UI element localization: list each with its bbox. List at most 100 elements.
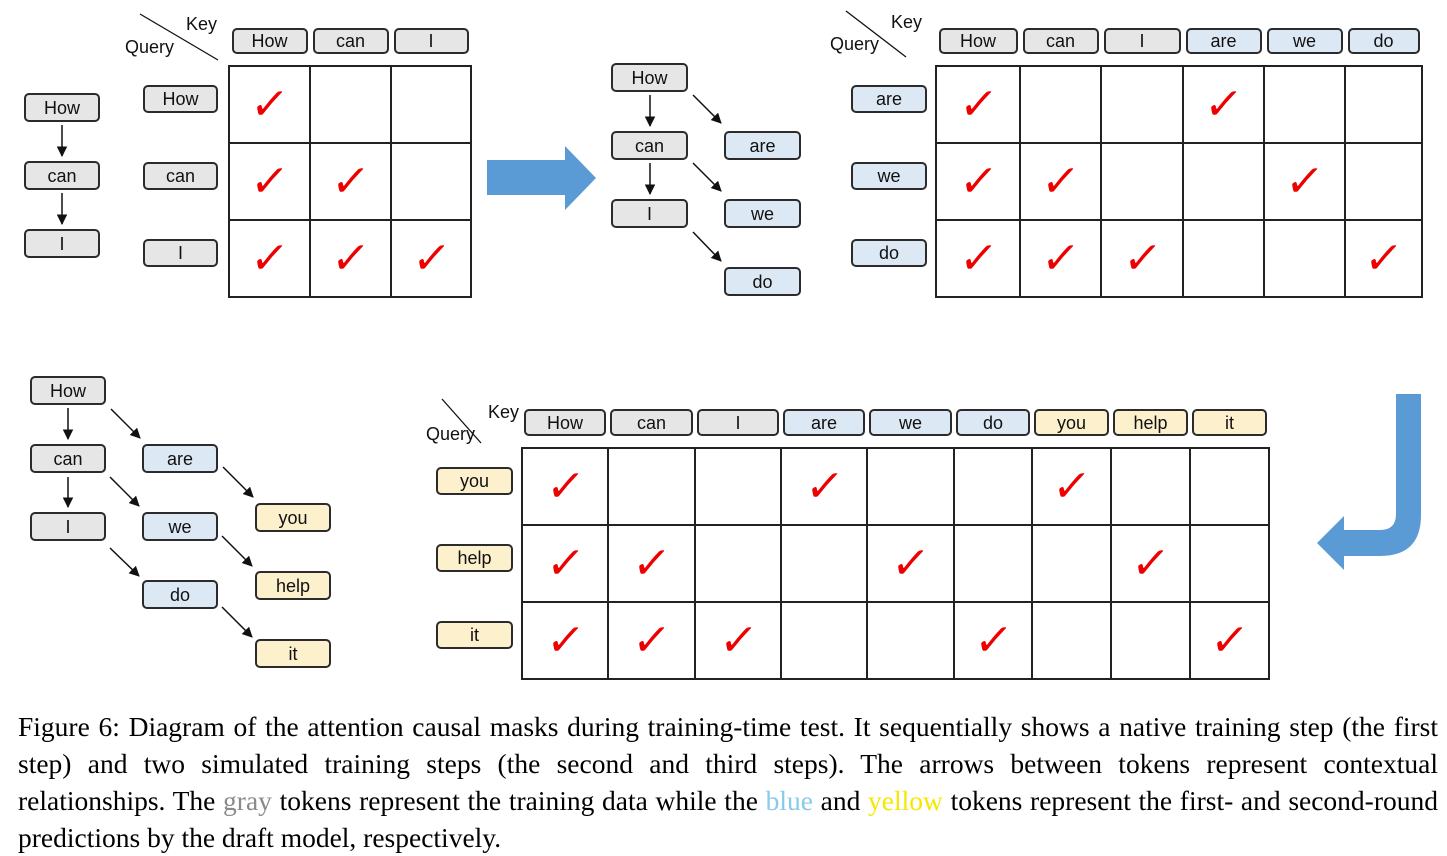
step3-mask-cell xyxy=(694,447,782,526)
step3-key-token: you xyxy=(1034,409,1109,436)
tree-arrow xyxy=(222,466,254,498)
check-icon: ✓ xyxy=(1049,460,1094,512)
check-icon: ✓ xyxy=(1120,232,1165,284)
tree-arrow xyxy=(109,547,140,577)
step3-mask-cell xyxy=(866,601,955,680)
tree-arrow xyxy=(692,231,722,262)
step3-mask-cell xyxy=(953,524,1033,603)
check-icon: ✓ xyxy=(1361,232,1406,284)
check-icon: ✓ xyxy=(247,155,292,207)
step1-mask-cell xyxy=(309,65,392,144)
step3-query-label: Query xyxy=(426,424,476,444)
step2-tree-token: we xyxy=(724,199,801,228)
step3-key-token: can xyxy=(610,409,693,436)
check-icon: ✓ xyxy=(971,614,1016,666)
step3-tree-token: it xyxy=(255,639,331,668)
step2-mask-cell: ✓ xyxy=(1100,219,1184,298)
step3-tree-token: you xyxy=(255,503,331,532)
check-icon: ✓ xyxy=(1207,614,1252,666)
check-icon: ✓ xyxy=(956,232,1001,284)
check-icon: ✓ xyxy=(956,78,1001,130)
check-icon: ✓ xyxy=(543,614,588,666)
step3-mask-cell: ✓ xyxy=(607,601,696,680)
step1-key-token: I xyxy=(393,28,469,54)
step2-mask-cell: ✓ xyxy=(1182,65,1265,144)
figure-caption: Figure 6: Diagram of the attention causa… xyxy=(18,708,1438,856)
step2-mask-cell xyxy=(1263,65,1346,144)
step2-mask-cell: ✓ xyxy=(1019,142,1102,221)
step1-tree-token: How xyxy=(24,93,100,122)
step1-query-label: Query xyxy=(125,37,175,57)
step1-mask-cell: ✓ xyxy=(309,142,392,221)
step2-key-token: we xyxy=(1266,28,1343,54)
step2-key-token: do xyxy=(1347,28,1420,54)
step2-mask-cell xyxy=(1100,142,1184,221)
check-icon: ✓ xyxy=(409,232,454,284)
flow-arrow-return-icon xyxy=(1317,394,1421,570)
step3-mask-cell xyxy=(1110,447,1191,526)
step2-tree-token: are xyxy=(724,131,801,160)
check-icon: ✓ xyxy=(543,537,588,589)
step2-mask-cell: ✓ xyxy=(1019,219,1102,298)
step3-mask-cell: ✓ xyxy=(866,524,955,603)
step1-query-token: How xyxy=(143,85,218,113)
tree-arrow xyxy=(221,535,253,567)
step3-mask-cell xyxy=(1189,524,1270,603)
step1-query-token: I xyxy=(143,239,218,267)
caption-text: Figure 6: Diagram of the attention causa… xyxy=(18,711,1438,816)
caption-yellow-word: yellow xyxy=(868,785,943,816)
step3-mask-cell: ✓ xyxy=(1189,601,1270,680)
caption-text: tokens represent the first- and second-r… xyxy=(18,785,1438,853)
step2-key-token: can xyxy=(1022,28,1099,54)
step1-mask-cell: ✓ xyxy=(228,219,311,298)
check-icon: ✓ xyxy=(1282,155,1327,207)
step3-query-token: it xyxy=(436,621,513,649)
step2-query-token: are xyxy=(851,85,927,113)
check-icon: ✓ xyxy=(1038,232,1083,284)
step1-key-label: Key xyxy=(186,14,218,34)
step3-mask-cell: ✓ xyxy=(780,447,868,526)
step3-mask-cell xyxy=(780,524,868,603)
step3-query-token: help xyxy=(436,544,513,572)
step3-mask-cell xyxy=(780,601,868,680)
step3-mask-cell xyxy=(953,447,1033,526)
caption-gray-word: gray xyxy=(223,785,272,816)
check-icon: ✓ xyxy=(716,614,761,666)
step2-key-token: are xyxy=(1185,28,1262,54)
step3-mask-cell: ✓ xyxy=(521,447,609,526)
step2-key-token: I xyxy=(1103,28,1181,54)
check-icon: ✓ xyxy=(1201,78,1246,130)
step2-mask-cell: ✓ xyxy=(935,219,1021,298)
step1-key-token: How xyxy=(231,28,308,54)
check-icon: ✓ xyxy=(1038,155,1083,207)
caption-text: and xyxy=(812,785,869,816)
step2-query-token: we xyxy=(851,162,927,190)
step1-mask-cell: ✓ xyxy=(228,65,311,144)
step3-mask-cell: ✓ xyxy=(521,524,609,603)
check-icon: ✓ xyxy=(1128,537,1173,589)
step3-mask-cell xyxy=(1031,601,1112,680)
step2-mask-cell xyxy=(1019,65,1102,144)
tree-arrow xyxy=(692,162,722,192)
step2-mask-cell xyxy=(1100,65,1184,144)
tree-arrow xyxy=(109,476,140,507)
step1-mask-cell: ✓ xyxy=(228,142,311,221)
step2-tree-token: How xyxy=(611,63,688,92)
tree-arrow xyxy=(221,606,253,638)
step3-key-token: help xyxy=(1113,409,1188,436)
step3-key-token: do xyxy=(956,409,1030,436)
step2-tree-token: I xyxy=(611,199,688,228)
step3-mask-cell xyxy=(694,524,782,603)
check-icon: ✓ xyxy=(247,232,292,284)
step3-tree-token: I xyxy=(30,512,106,541)
step1-key-token: can xyxy=(312,28,389,54)
step3-key-token: are xyxy=(783,409,865,436)
step3-key-token: How xyxy=(524,409,606,436)
check-icon: ✓ xyxy=(247,78,292,130)
step1-mask-cell xyxy=(390,142,472,221)
step3-tree-token: How xyxy=(30,376,106,405)
step3-tree-token: can xyxy=(30,444,106,473)
step2-mask-cell xyxy=(1344,142,1423,221)
check-icon: ✓ xyxy=(328,232,373,284)
step3-mask-cell: ✓ xyxy=(521,601,609,680)
